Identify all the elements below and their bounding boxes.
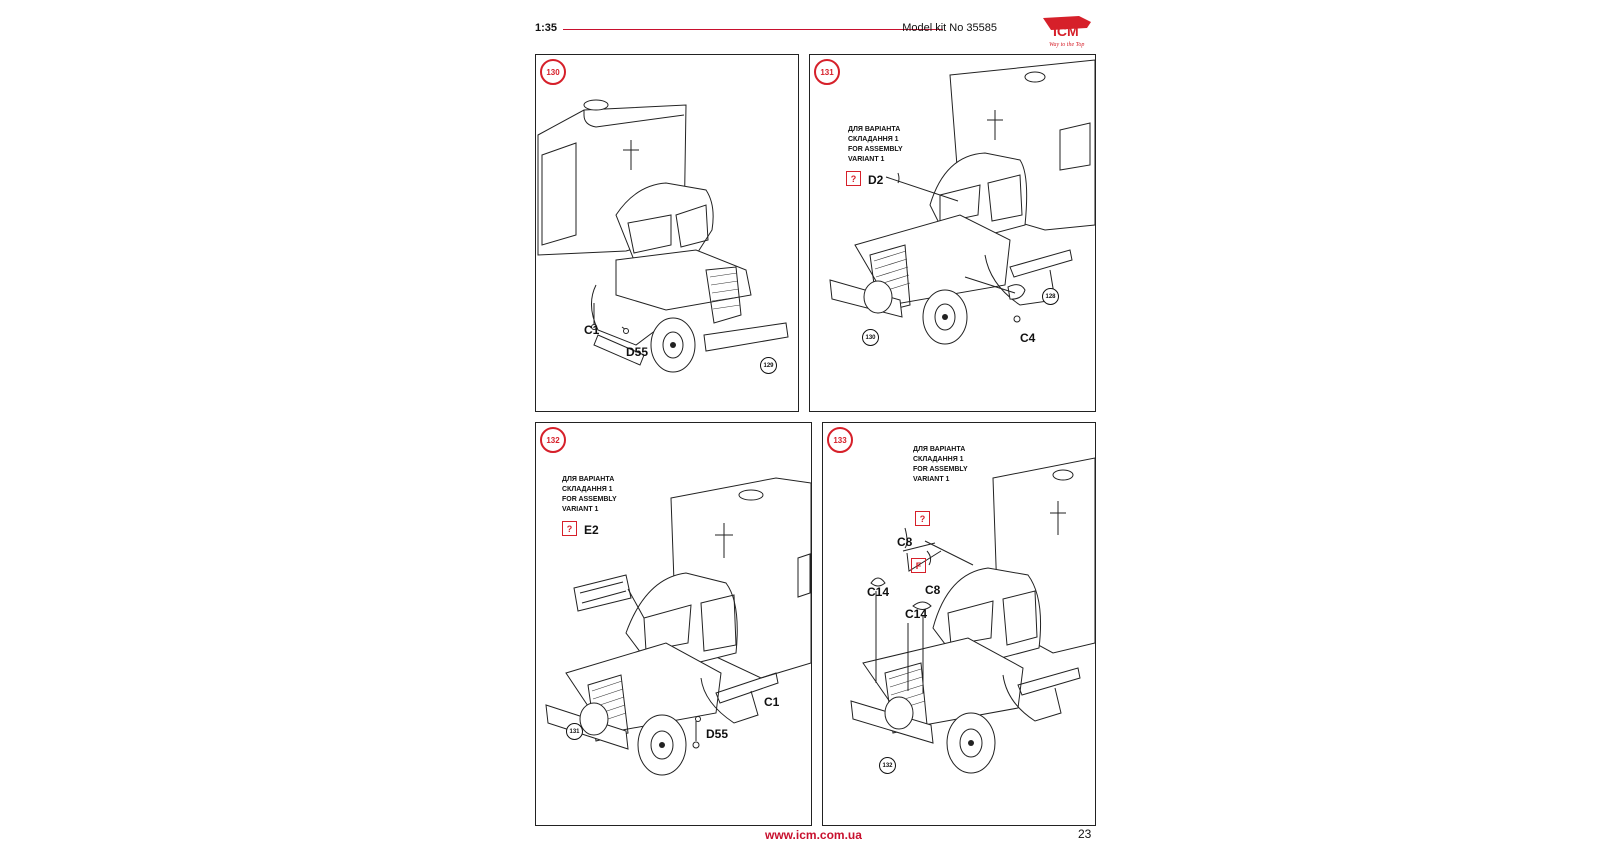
- header-rule: [563, 29, 943, 30]
- step-130-panel: 130 C1 D55 129: [535, 54, 799, 412]
- scale-label: 1:35: [535, 22, 558, 34]
- part-label-d55: D55: [626, 345, 649, 359]
- optional-part-marker: ?: [562, 521, 577, 536]
- part-label-c1: C1: [764, 695, 780, 709]
- step-133-number: 133: [827, 427, 853, 453]
- optional-part-marker: ?: [846, 171, 861, 186]
- variant-note: ДЛЯ ВАРІАНТА СКЛАДАННЯ 1 FOR ASSEMBLY VA…: [848, 126, 903, 163]
- step-133-panel: 133 ДЛЯ ВАРІАНТА СКЛАДАННЯ 1 FOR ASSEMBL…: [822, 422, 1096, 826]
- step-130-number: 130: [540, 59, 566, 85]
- footer-website[interactable]: www.icm.com.ua: [765, 828, 862, 842]
- step-ref-132: 132: [879, 757, 896, 774]
- part-variant-marker-f: F: [911, 558, 926, 573]
- variant-note: ДЛЯ ВАРІАНТА СКЛАДАННЯ 1 FOR ASSEMBLY VA…: [913, 446, 968, 483]
- step-132-number: 132: [540, 427, 566, 453]
- step-ref-129: 129: [760, 357, 777, 374]
- step-131-number: 131: [814, 59, 840, 85]
- part-label-d55: D55: [706, 727, 729, 741]
- optional-part-marker: ?: [915, 511, 930, 526]
- step-ref-130: 130: [862, 329, 879, 346]
- part-label-c14-right: C14: [905, 607, 928, 621]
- part-label-c14-left: C14: [867, 585, 890, 599]
- step-133-drawing: [850, 457, 1095, 774]
- logo-tagline: Way to the Top: [1049, 42, 1084, 48]
- step-132-drawing: [545, 477, 811, 776]
- step-131-panel: 131 ДЛЯ ВАРІАНТА СКЛАДАННЯ 1 FOR ASSEMBL…: [809, 54, 1096, 412]
- page-header: 1:35 Model kit No 35585 ICM Way to the T…: [535, 14, 1095, 54]
- step-131-drawing: [829, 59, 1095, 345]
- step-ref-131: 131: [566, 723, 583, 740]
- logo-text: ICM: [1053, 23, 1079, 39]
- part-label-c8-upper: C8: [897, 535, 913, 549]
- part-label-c1: C1: [584, 323, 600, 337]
- part-label-c4: C4: [1020, 331, 1036, 345]
- part-label-c8-lower: C8: [925, 583, 941, 597]
- step-130-drawing: [537, 99, 789, 373]
- part-label-d2: D2: [868, 173, 884, 187]
- page-number: 23: [1078, 827, 1092, 841]
- part-label-e2: E2: [584, 523, 599, 537]
- kit-number: Model kit No 35585: [902, 22, 997, 34]
- step-132-panel: 132 ДЛЯ ВАРІАНТА СКЛАДАННЯ 1 FOR ASSEMBL…: [535, 422, 812, 826]
- icm-logo: ICM Way to the Top: [1039, 14, 1095, 50]
- variant-note: ДЛЯ ВАРІАНТА СКЛАДАННЯ 1 FOR ASSEMBLY VA…: [562, 476, 617, 513]
- step-ref-128: 128: [1042, 288, 1059, 305]
